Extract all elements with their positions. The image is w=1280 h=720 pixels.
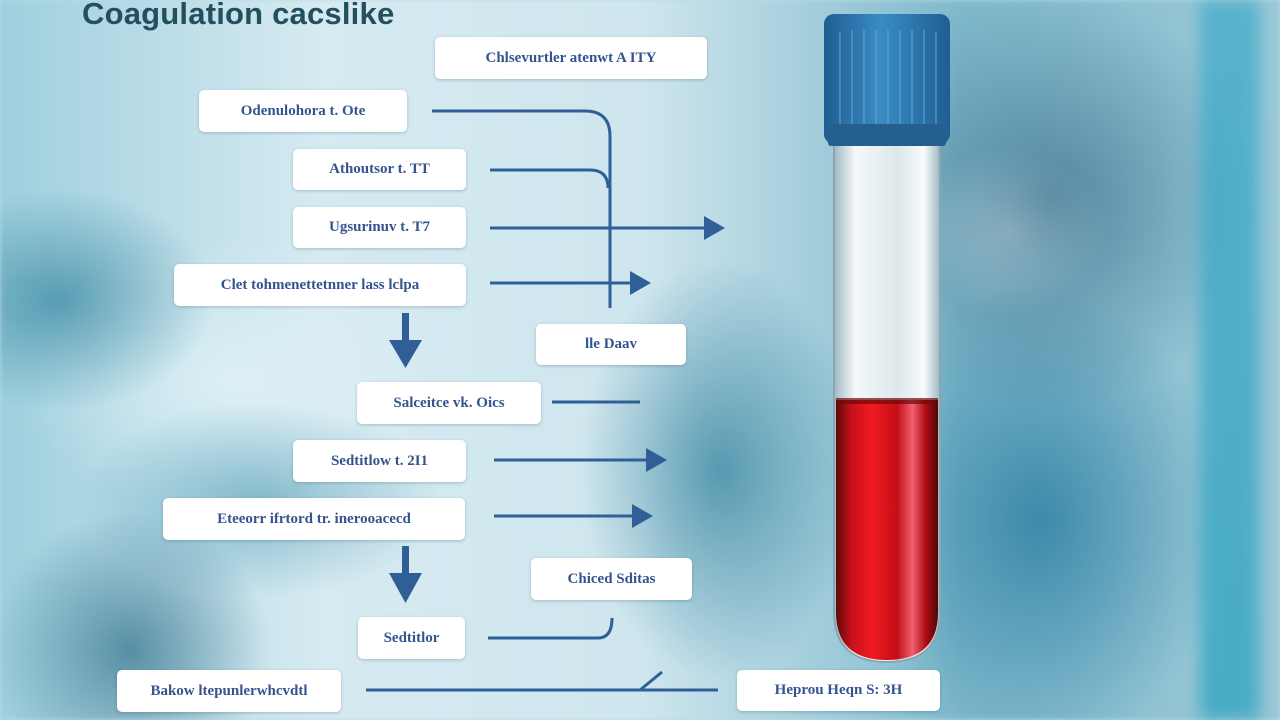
- connector-bottom-branch: [639, 670, 663, 692]
- blood-test-tube-icon: [824, 14, 950, 664]
- box-top-right: Chlsevurtler atenwt A ITY: [435, 37, 707, 79]
- box-step-8: Sedtitlor: [358, 617, 465, 659]
- connector-step8: [488, 617, 614, 640]
- box-step-2: Athoutsor t. TT: [293, 149, 466, 190]
- box-side-2: Chiced Sditas: [531, 558, 692, 600]
- box-step-3: Ugsurinuv t. T7: [293, 207, 466, 248]
- box-step-6: Sedtitlow t. 2I1: [293, 440, 466, 482]
- box-step-7: Eteeorr ifrtord tr. inerooacecd: [163, 498, 465, 540]
- box-step-4: Clet tohmenettetnner lass lclpa: [174, 264, 466, 306]
- box-step-1: Odenulohora t. Ote: [199, 90, 407, 132]
- down-arrow-icon: [389, 313, 422, 368]
- box-bottom-right: Heprou Heqn S: 3H: [737, 670, 940, 711]
- box-step-5: Salceitce vk. Oics: [357, 382, 541, 424]
- box-bottom-left: Bakow ltepunlerwhcvdtl: [117, 670, 341, 712]
- down-arrow-icon: [389, 546, 422, 603]
- connector-step2: [490, 168, 610, 189]
- background-equipment: [1200, 0, 1260, 720]
- page-title: Coagulation cacslike: [82, 0, 395, 31]
- box-side-1: lle Daav: [536, 324, 686, 365]
- connector-step1: [432, 109, 612, 308]
